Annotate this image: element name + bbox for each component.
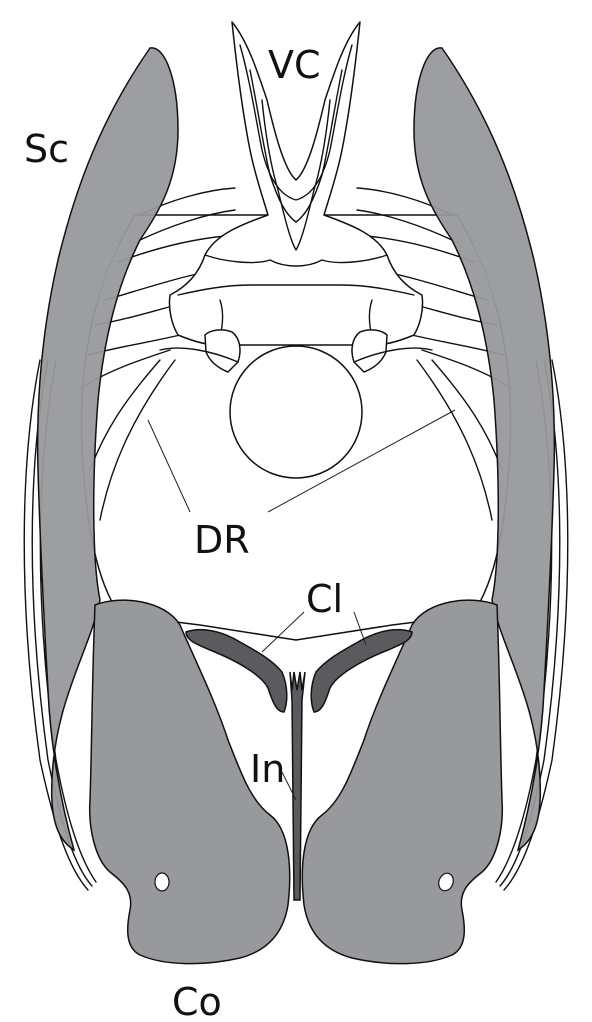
label-coracoid: Co xyxy=(172,980,222,1022)
right-coracoid xyxy=(302,600,502,963)
label-dorsal-ribs: DR xyxy=(194,518,250,562)
label-scapula: Sc xyxy=(24,127,69,171)
label-interclavicle: In xyxy=(250,747,285,791)
left-coracoid-foramen xyxy=(155,873,169,891)
label-clavicle: Cl xyxy=(306,577,343,621)
label-vertebral-column: VC xyxy=(268,43,321,87)
